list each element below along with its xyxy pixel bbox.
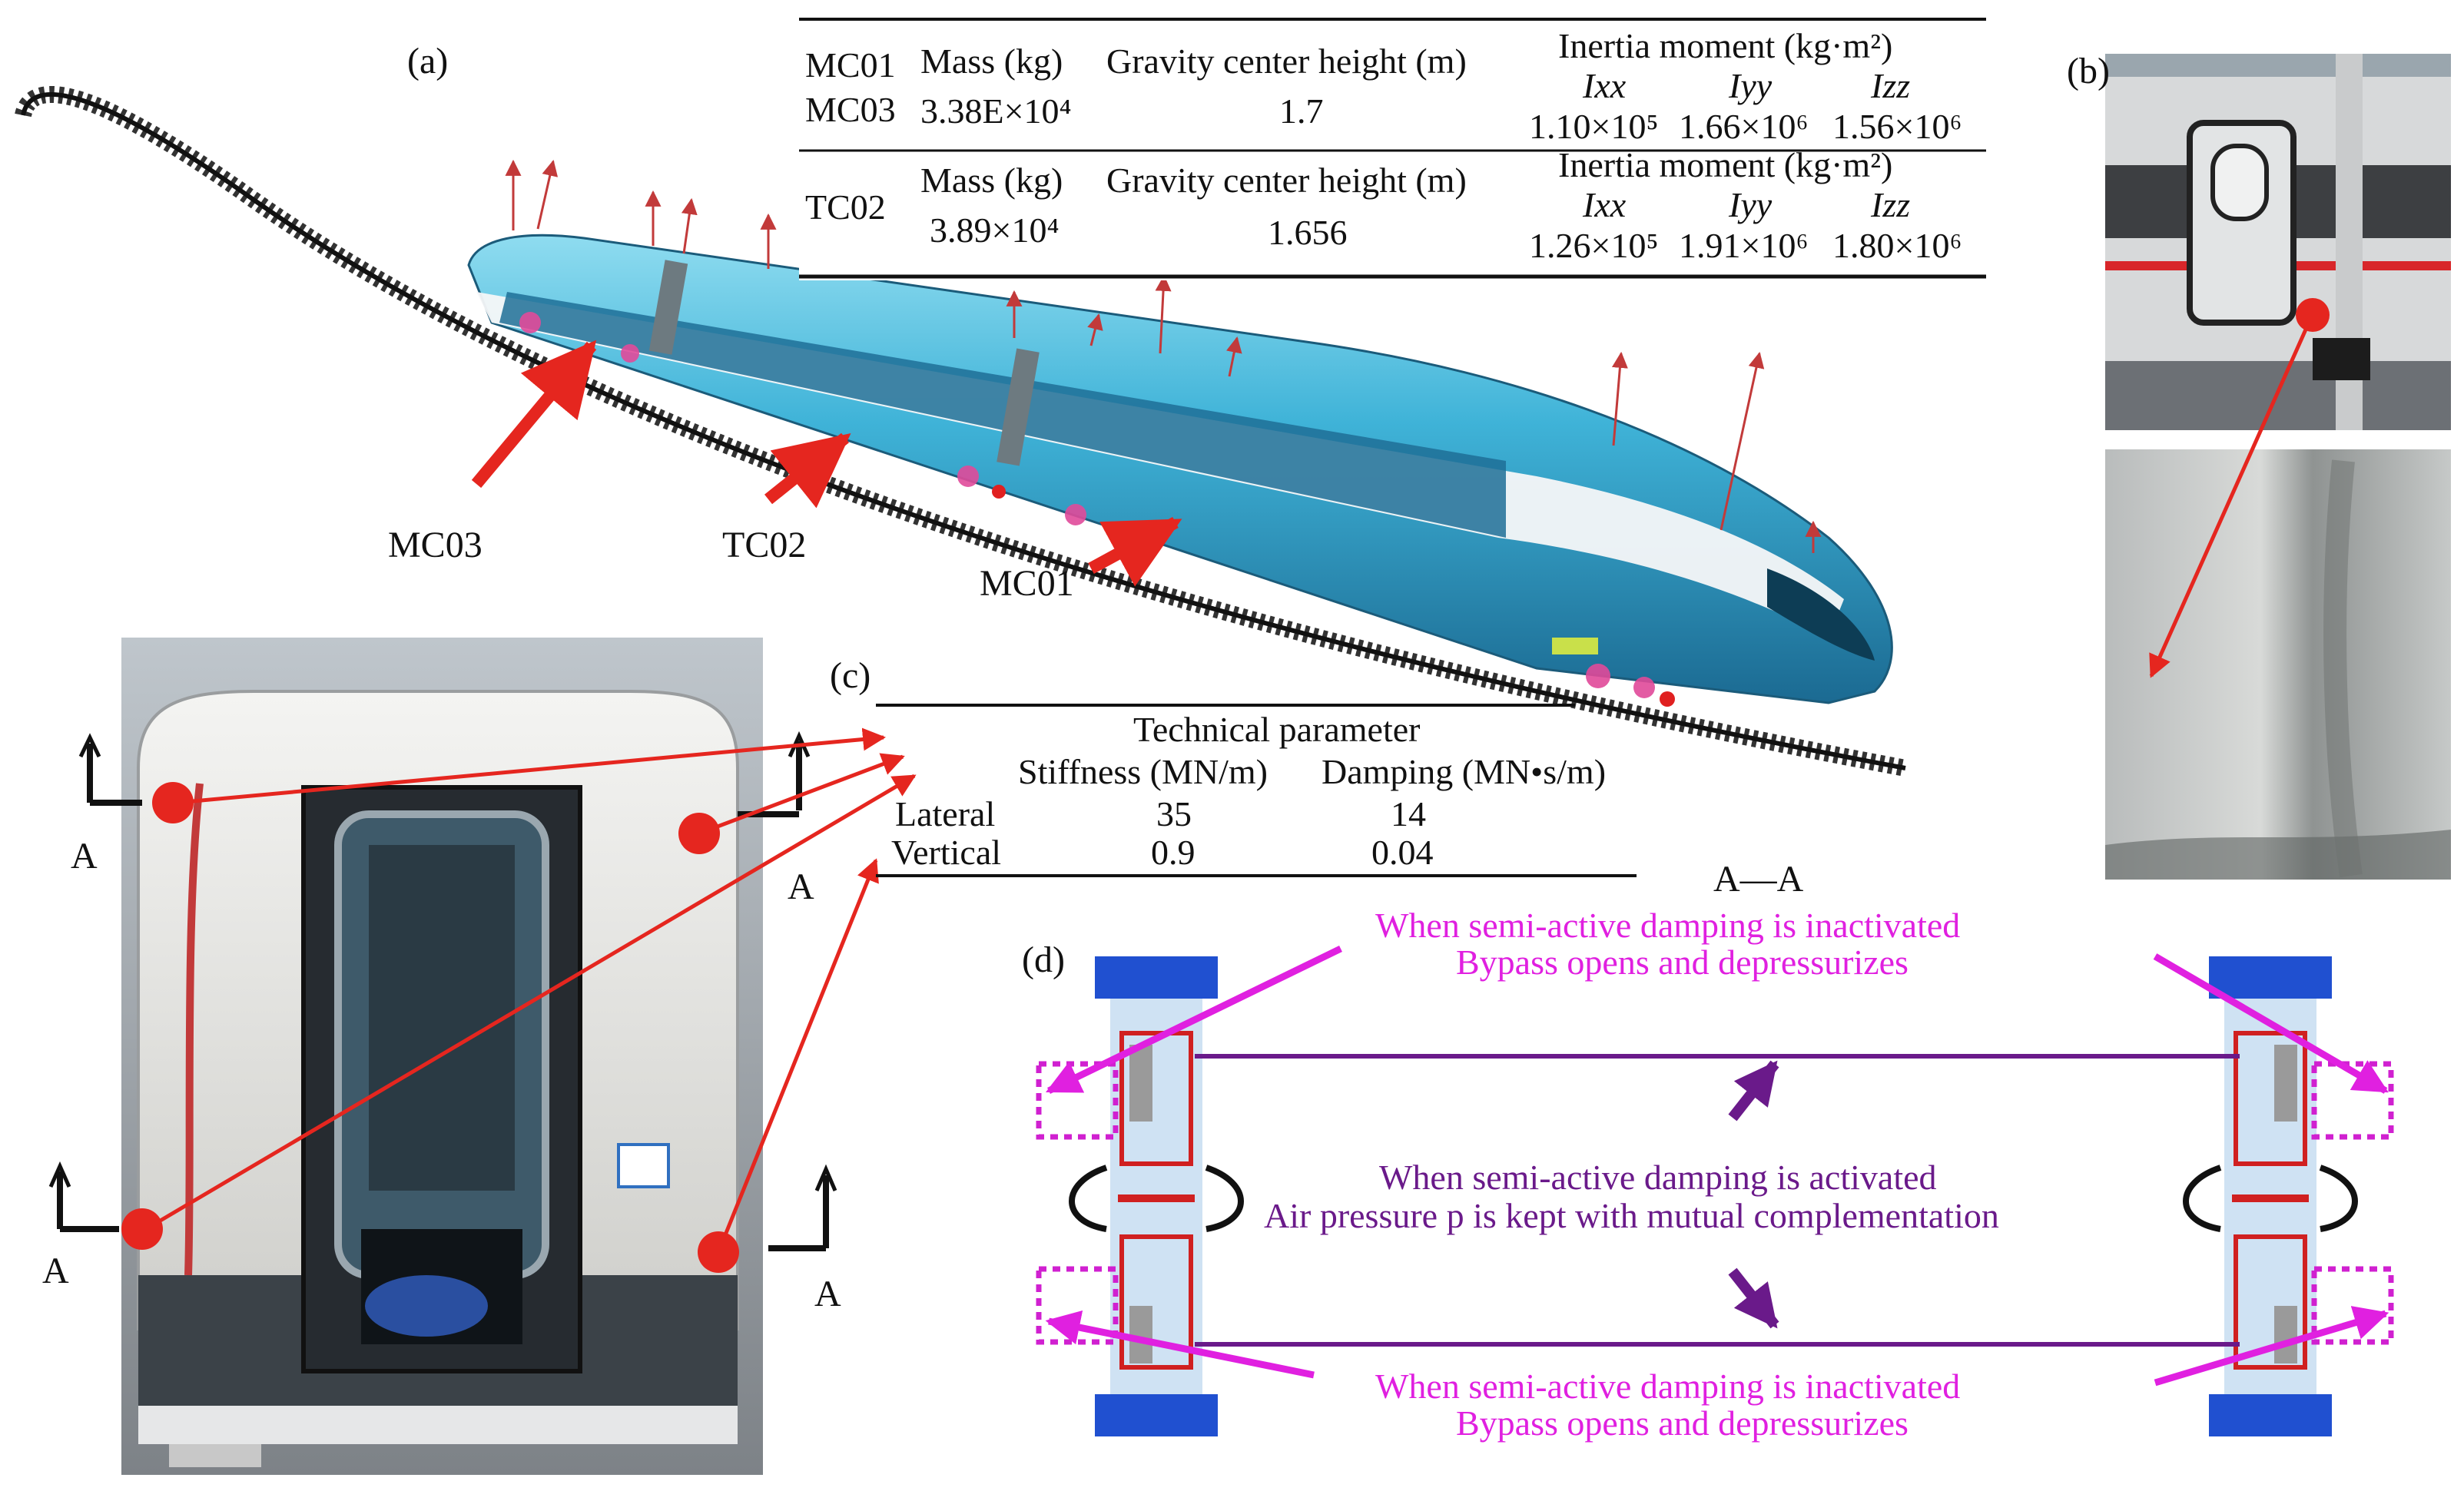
- panel-b: (b): [2067, 51, 2451, 880]
- row2-izz-label: Izz: [1870, 185, 1910, 224]
- row1-car-mc01: MC01: [805, 45, 896, 84]
- closeup-pointer: [2149, 321, 2311, 678]
- inactive-top-line1: When semi-active damping is inactivated: [1375, 906, 1960, 945]
- row2-ixx: 1.26×10⁵: [1529, 226, 1658, 265]
- mass-property-table: MC01 MC03 Mass (kg) 3.38E×10⁴ Gravity ce…: [799, 15, 1986, 280]
- left-damper-assembly: [1069, 956, 1244, 1436]
- technical-parameter-table: Technical parameter Stiffness (MN/m) Dam…: [876, 704, 1637, 877]
- panel-b-label: (b): [2067, 51, 2110, 91]
- row2-ixx-label: Ixx: [1582, 185, 1627, 224]
- label-tc02: TC02: [722, 525, 806, 565]
- row1-iyy: 1.66×10⁶: [1679, 107, 1808, 146]
- active-line2: Air pressure p is kept with mutual compl…: [1264, 1196, 1999, 1235]
- section-a-topright: A: [788, 866, 814, 907]
- row1-gc-value: 1.7: [1279, 91, 1324, 131]
- row2-mass-value: 3.89×10⁴: [930, 210, 1059, 250]
- row1-ixx-label: Ixx: [1582, 66, 1627, 105]
- row-vertical-name: Vertical: [891, 833, 1001, 872]
- section-aa-label: A—A: [1713, 859, 1804, 900]
- damper-pointers: [121, 727, 917, 1273]
- stiffness-header: Stiffness (MN/m): [1018, 752, 1268, 791]
- panel-c: A A A A (c) Technical parameter Stiffnes…: [42, 638, 1637, 1475]
- row2-izz: 1.80×10⁶: [1832, 226, 1962, 265]
- row-vertical-stiffness: 0.9: [1151, 833, 1196, 872]
- row2-inertia-header: Inertia moment (kg·m²): [1558, 145, 1892, 184]
- air-lines: [1195, 1054, 2240, 1347]
- car-side-photo: [2105, 54, 2451, 430]
- panel-d: A—A (d): [1022, 859, 2394, 1443]
- section-a-topleft: A: [71, 836, 98, 876]
- car-pointer-arrows: [471, 340, 1182, 587]
- row2-gc-header: Gravity center height (m): [1106, 161, 1467, 200]
- row2-gc-value: 1.656: [1268, 213, 1348, 252]
- row1-inertia-header: Inertia moment (kg·m²): [1558, 26, 1892, 65]
- inactive-bottom-line1: When semi-active damping is inactivated: [1375, 1367, 1960, 1406]
- tech-param-header: Technical parameter: [1133, 710, 1420, 749]
- row2-car-tc02: TC02: [805, 187, 886, 227]
- panel-c-label: (c): [830, 655, 871, 696]
- panel-d-label: (d): [1022, 939, 1065, 980]
- section-marks: [48, 731, 837, 1251]
- row-lateral-name: Lateral: [895, 794, 995, 833]
- panel-a: (a) MC03 TC02 MC01 MC01 MC03 Mass (kg) 3…: [15, 15, 1986, 777]
- damping-header: Damping (MN•s/m): [1322, 752, 1606, 791]
- row1-car-mc03: MC03: [805, 90, 896, 129]
- panel-a-label: (a): [407, 41, 448, 81]
- train-model: [467, 234, 1893, 707]
- car-end-photo: [121, 638, 763, 1475]
- section-a-bottomleft: A: [42, 1251, 69, 1291]
- row2-iyy-label: Iyy: [1728, 185, 1773, 224]
- inactive-bottom-line2: Bypass opens and depressurizes: [1456, 1403, 1909, 1443]
- row-lateral-damping: 14: [1391, 794, 1426, 833]
- row-vertical-damping: 0.04: [1371, 833, 1434, 872]
- track-rail: [21, 91, 1906, 770]
- row1-gc-header: Gravity center height (m): [1106, 41, 1467, 81]
- row1-iyy-label: Iyy: [1728, 66, 1773, 105]
- row1-izz-label: Izz: [1870, 66, 1910, 105]
- bypass-boxes: [1036, 1061, 2394, 1345]
- row1-mass-header: Mass (kg): [920, 41, 1063, 81]
- row1-ixx: 1.10×10⁵: [1529, 107, 1658, 146]
- row2-iyy: 1.91×10⁶: [1679, 226, 1808, 265]
- bypass-arrows: [1045, 945, 2389, 1387]
- inactive-top-line2: Bypass opens and depressurizes: [1456, 943, 1909, 982]
- force-arrows: [505, 159, 1822, 553]
- label-mc01: MC01: [980, 563, 1074, 604]
- row-lateral-stiffness: 35: [1156, 794, 1192, 833]
- row2-mass-header: Mass (kg): [920, 161, 1063, 200]
- right-damper-assembly: [2183, 956, 2358, 1436]
- row1-mass-value: 3.38E×10⁴: [920, 91, 1072, 131]
- section-a-bottomright: A: [814, 1274, 841, 1314]
- active-line1: When semi-active damping is activated: [1379, 1158, 1937, 1197]
- row1-izz: 1.56×10⁶: [1832, 107, 1962, 146]
- label-mc03: MC03: [388, 525, 483, 565]
